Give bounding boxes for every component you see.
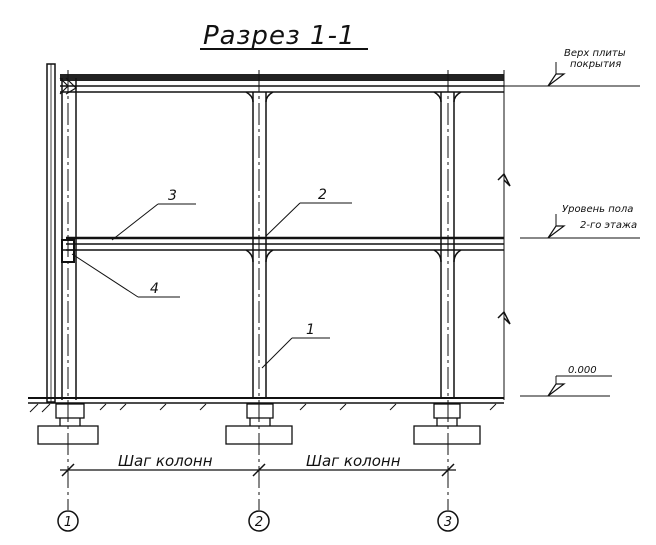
callout-1: 1 [261, 322, 330, 369]
svg-text:0.000: 0.000 [568, 365, 597, 376]
axis-bubble-2: 2 [248, 510, 270, 532]
column-axis-1 [59, 77, 77, 400]
callout-2: 2 [265, 187, 352, 237]
svg-text:2-го этажа: 2-го этажа [580, 220, 637, 231]
svg-text:3: 3 [168, 188, 177, 204]
svg-text:1: 1 [306, 322, 315, 338]
axis-bubble-3: 3 [437, 510, 459, 532]
callout-3: 3 [111, 188, 196, 241]
break-line [497, 70, 511, 400]
svg-text:покрытия: покрытия [570, 59, 621, 70]
level-mark-roof: Верх плиты покрытия [504, 48, 640, 87]
level-mark-zero: 0.000 [520, 365, 612, 397]
column-step-dimension: Шаг колонн Шаг колонн [60, 452, 456, 477]
svg-text:3: 3 [444, 515, 452, 530]
svg-text:2: 2 [255, 515, 263, 530]
svg-text:Верх плиты: Верх плиты [564, 48, 626, 59]
ground-floor-slab [28, 397, 504, 413]
level-mark-second-floor: Уровень пола 2-го этажа [520, 204, 640, 239]
svg-text:2: 2 [318, 187, 327, 203]
drawing-title: Разрез 1-1 [203, 21, 356, 51]
axis-lines [67, 70, 449, 510]
svg-text:Уровень пола: Уровень пола [562, 204, 633, 215]
wall-panel-axis-1 [46, 63, 56, 403]
svg-text:1: 1 [64, 515, 72, 530]
column-step-label-1: Шаг колонн [118, 452, 213, 470]
roof-slab [60, 74, 504, 93]
column-axis-3 [433, 91, 462, 398]
svg-text:4: 4 [150, 281, 159, 297]
floor-slab-level-2 [66, 236, 504, 251]
axis-bubble-1: 1 [57, 510, 79, 532]
callout-4: 4 [71, 253, 180, 298]
column-step-label-2: Шаг колонн [306, 452, 401, 470]
